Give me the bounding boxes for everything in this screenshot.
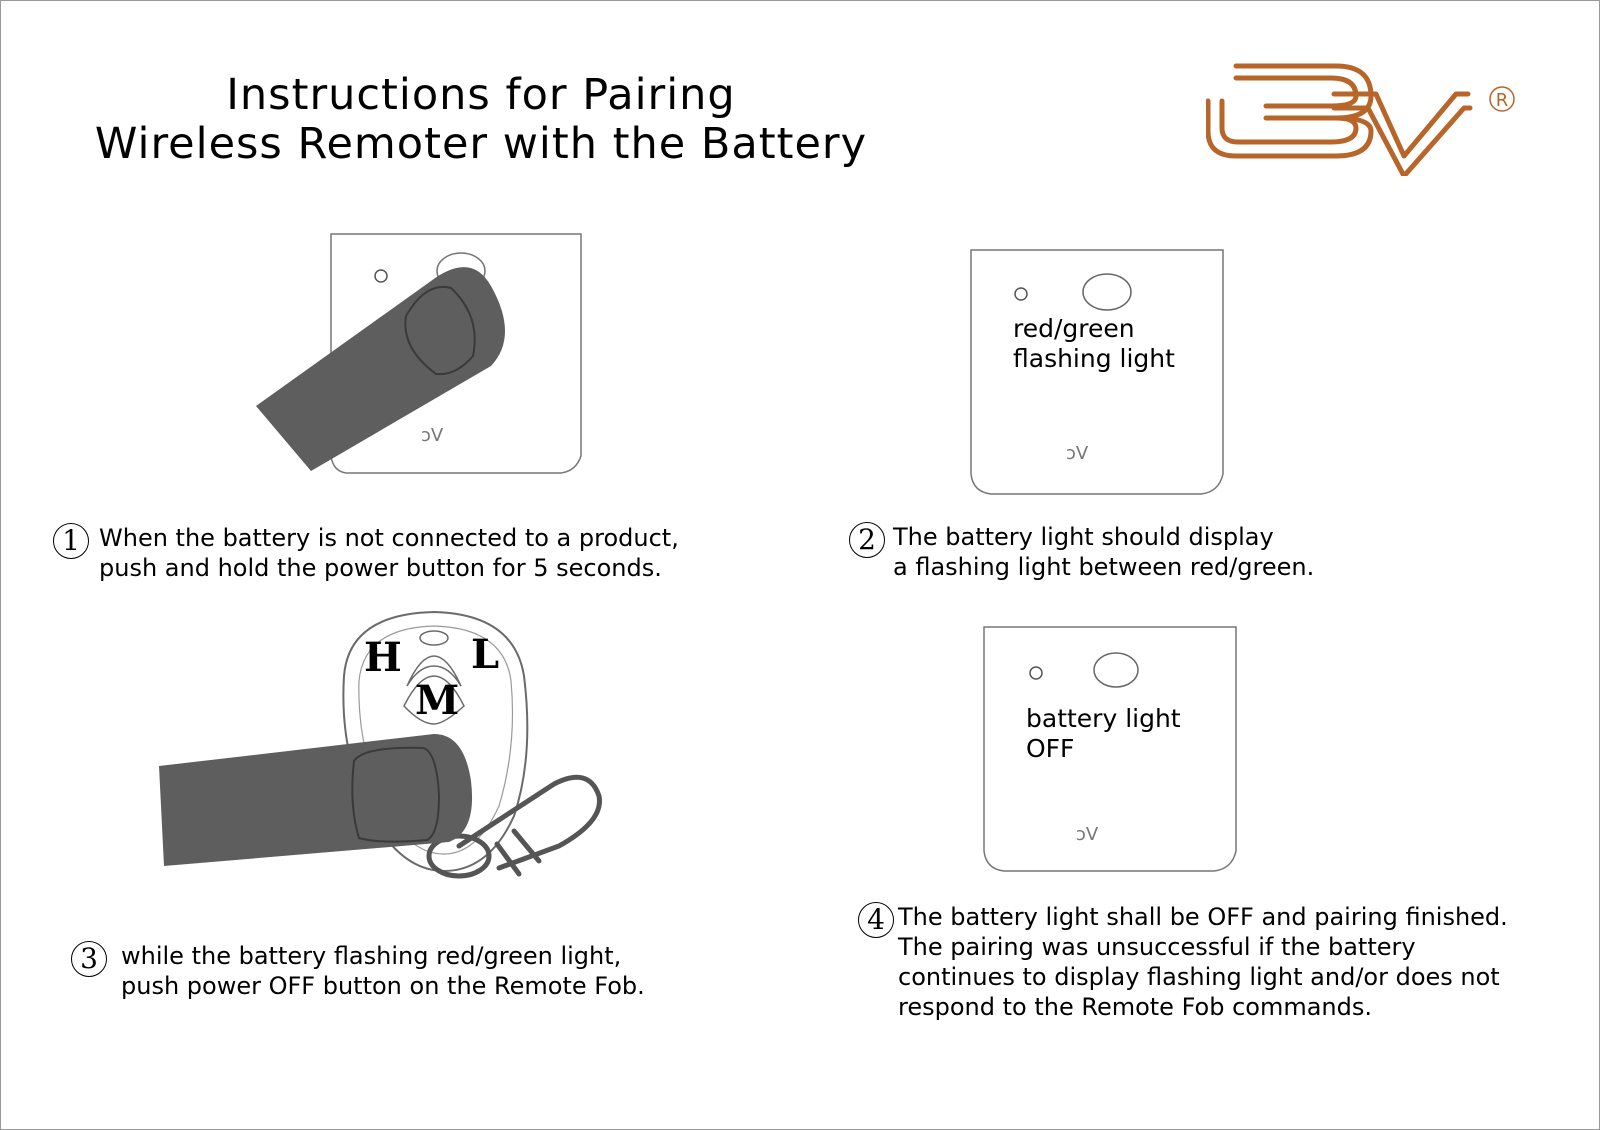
title-line-1: Instructions for Pairing bbox=[226, 70, 736, 120]
illustration-flashing-light-panel: ↄV bbox=[970, 249, 1224, 495]
mini-brand-mark: ↄV bbox=[421, 425, 444, 446]
keyring-clip-icon bbox=[426, 774, 602, 879]
battery-panel-outline bbox=[970, 249, 1224, 495]
battery-indicator-light-icon bbox=[1014, 287, 1028, 301]
panel-label-off: battery light OFF bbox=[1026, 704, 1181, 763]
fingernail-icon bbox=[404, 285, 476, 376]
finger-icon bbox=[159, 734, 473, 866]
illustration-press-battery-button: ↄV bbox=[256, 233, 582, 474]
panel-label-flashing: red/green flashing light bbox=[1013, 314, 1175, 373]
finger-icon bbox=[256, 267, 505, 471]
step-number-badge: 3 bbox=[71, 941, 107, 977]
page-title: Instructions for Pairing Wireless Remote… bbox=[71, 71, 891, 169]
illustration-light-off-panel: ↄV bbox=[983, 626, 1237, 872]
fob-button-h: H bbox=[364, 634, 402, 681]
brand-logo: R bbox=[1206, 63, 1515, 176]
illustration-remote-fob: H L M bbox=[159, 610, 602, 879]
mini-brand-mark: ↄV bbox=[1066, 443, 1089, 464]
step-number-badge: 1 bbox=[53, 523, 89, 559]
registered-mark-letter: R bbox=[1496, 90, 1509, 111]
registered-mark-icon bbox=[1489, 86, 1515, 112]
title-line-2: Wireless Remoter with the Battery bbox=[94, 119, 868, 169]
mini-brand-mark: ↄV bbox=[1076, 824, 1099, 845]
fob-indicator-icon bbox=[419, 630, 449, 646]
battery-indicator-light-icon bbox=[374, 269, 388, 283]
battery-indicator-light-icon bbox=[1029, 666, 1043, 680]
step-number-badge: 2 bbox=[849, 522, 885, 558]
step-number-badge: 4 bbox=[858, 902, 894, 938]
fingernail-icon bbox=[351, 746, 441, 843]
fob-button-m: M bbox=[415, 677, 459, 724]
fob-button-l: L bbox=[471, 631, 499, 678]
battery-panel-outline bbox=[983, 626, 1237, 872]
